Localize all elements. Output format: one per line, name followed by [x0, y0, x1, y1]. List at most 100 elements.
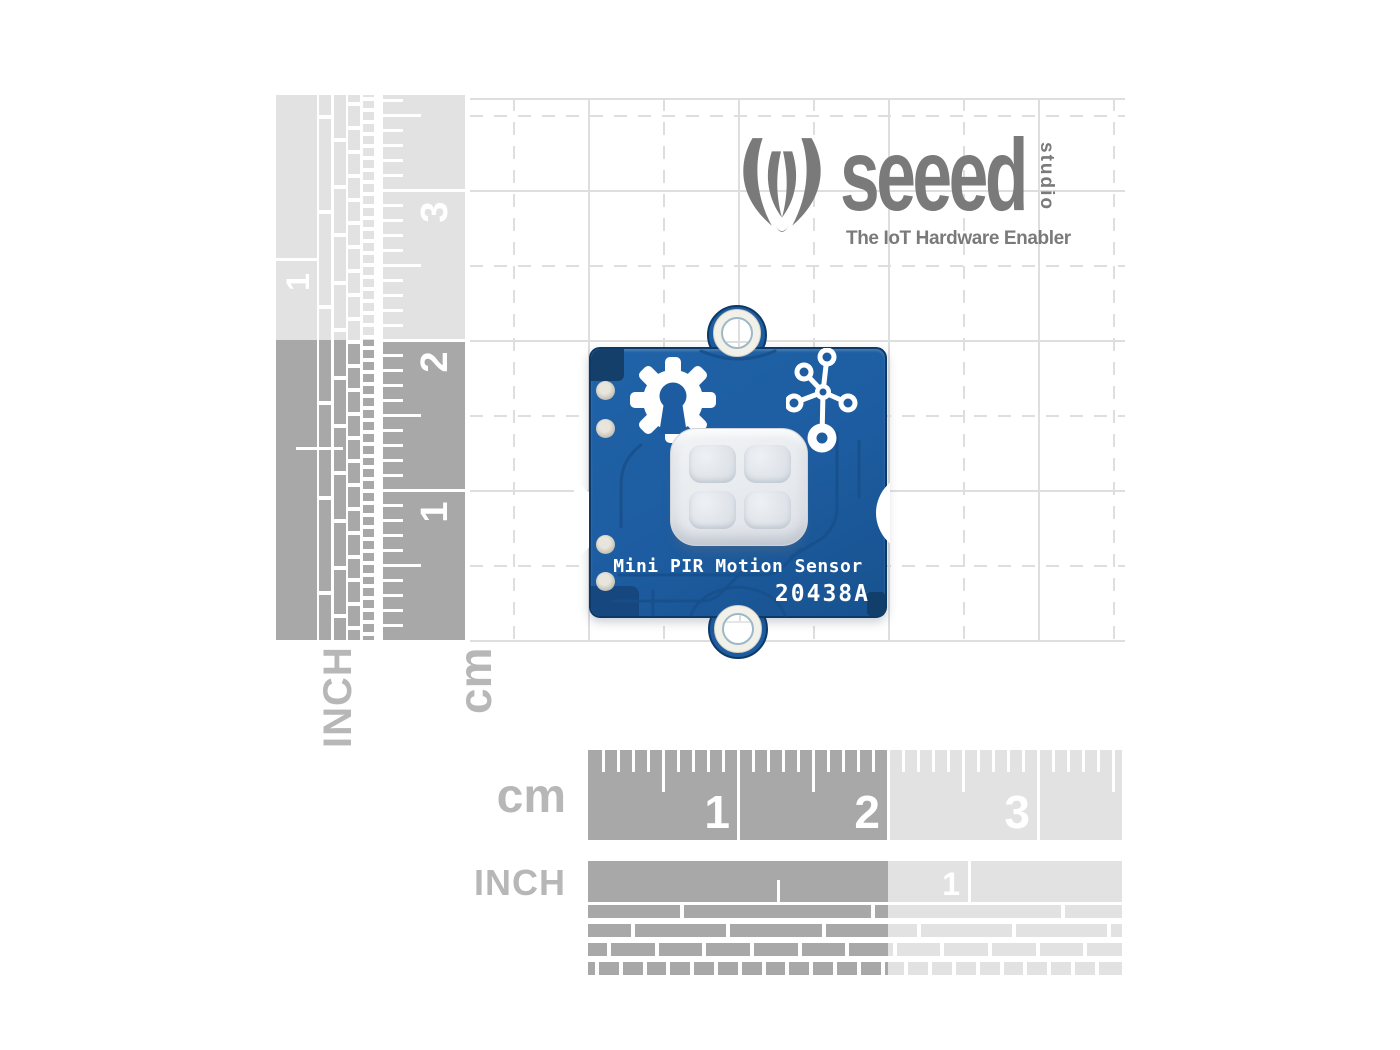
ruler-mm-tick: [383, 503, 403, 507]
ruler-subdivision-gap: [1035, 943, 1040, 956]
ruler-subdivision-gap: [362, 382, 374, 387]
ruler-subdivision-gap: [348, 483, 360, 488]
ruler-subdivision-gap: [892, 943, 897, 956]
grid-line-h: [470, 340, 1125, 342]
ruler-mm-tick: [1021, 750, 1025, 772]
ruler-subdivision-gap: [362, 536, 374, 541]
ruler-subdivision-gap: [348, 173, 360, 178]
ruler-subdivision-gap: [333, 137, 346, 142]
board-model-silkscreen: 20438A: [774, 581, 870, 607]
grid-line-v-dashed: [1113, 98, 1115, 640]
ruler-mm-tick: [383, 293, 403, 297]
ruler-subdivision-gap: [348, 126, 360, 131]
mounting-hole-bottom: [722, 613, 754, 645]
ruler-subdivision-gap: [654, 943, 659, 956]
ruler-mm-tick: [991, 750, 995, 772]
ruler-mm-tick: [383, 548, 403, 552]
ruler-subdivision-dark: [333, 340, 346, 640]
ruler-mm-tick: [383, 203, 403, 207]
ruler-subdivision-gap: [362, 596, 374, 601]
h-cm-number-1: 1: [704, 786, 730, 838]
ruler-subdivision-gap: [999, 962, 1004, 975]
ruler-half-tick: [383, 113, 421, 117]
ruler-half-tick: [1111, 750, 1115, 792]
ruler-subdivision-gap: [362, 96, 374, 101]
ruler-subdivision-gap: [362, 370, 374, 375]
logo-tagline: The IoT Hardware Enabler: [846, 228, 1071, 249]
v-cm-number-3: 3: [414, 201, 456, 223]
ruler-mm-tick: [383, 98, 403, 102]
ruler-subdivision-gap: [1047, 962, 1052, 975]
ruler-subdivision-gap: [362, 251, 374, 256]
ruler-mm-tick: [751, 750, 755, 772]
ruler-subdivision-gap: [348, 411, 360, 416]
lens-facet: [744, 445, 791, 483]
ruler-subdivision-gap: [348, 459, 360, 464]
ruler-mm-tick: [646, 750, 650, 772]
ruler-major-mark: [967, 861, 971, 902]
ruler-subdivision-gap: [362, 298, 374, 303]
ruler-subdivision-dark: [588, 905, 888, 918]
ruler-subdivision-gap: [348, 578, 360, 583]
ruler-subdivision-gap: [333, 566, 346, 571]
pir-fresnel-lens: [670, 428, 808, 546]
ruler-mm-tick: [383, 518, 403, 522]
solder-pad: [596, 535, 615, 554]
ruler-mm-tick: [841, 750, 845, 772]
ruler-mm-tick: [796, 750, 800, 772]
ruler-subdivision-gap: [348, 388, 360, 392]
ruler-half-tick: [383, 563, 421, 567]
ruler-subdivision-gap: [362, 156, 374, 160]
ruler-subdivision-gap: [362, 572, 374, 577]
ruler-mm-tick: [1081, 750, 1085, 772]
ruler-subdivision-dark: [348, 340, 360, 640]
ruler-major-mark: [886, 750, 890, 840]
ruler-mm-tick: [383, 578, 403, 582]
ruler-subdivision-gap: [362, 453, 374, 458]
ruler-half-tick: [661, 750, 665, 792]
ruler-subdivision-gap: [362, 560, 374, 565]
ruler-subdivision-gap: [362, 394, 374, 398]
copper-patch-bottom-right: [867, 592, 885, 616]
ruler-half-tick: [383, 263, 421, 267]
ruler-subdivision-gap: [761, 962, 766, 975]
ruler-mm-tick: [946, 750, 950, 772]
ruler-subdivision-gap: [1023, 962, 1028, 975]
ruler-subdivision-gap: [333, 518, 346, 523]
ruler-segment-dark: [588, 861, 888, 902]
ruler-half-tick: [961, 750, 965, 792]
ruler-mm-tick: [901, 750, 905, 772]
logo-brand-text: seeed: [840, 118, 1028, 232]
ruler-subdivision-dark: [588, 943, 888, 956]
ruler-subdivision-gap: [348, 530, 360, 535]
v-cm-number-1: 1: [414, 501, 456, 523]
ruler-mm-tick: [383, 608, 403, 612]
ruler-subdivision-gap: [348, 316, 360, 321]
ruler-subdivision-gap: [362, 334, 374, 339]
ruler-subdivision-gap: [1107, 924, 1112, 937]
grid-line-h: [470, 640, 1125, 642]
ruler-mm-tick: [706, 750, 710, 772]
ruler-subdivision-gap: [749, 943, 754, 956]
ruler-mm-tick: [691, 750, 695, 772]
ruler-subdivision-gap: [680, 905, 684, 918]
ruler-subdivision-gap: [362, 215, 374, 220]
sensor-network-icon: [786, 348, 862, 454]
vertical-cm-label: cm: [449, 647, 501, 714]
ruler-mm-tick: [856, 750, 860, 772]
ruler-subdivision-gap: [880, 962, 885, 975]
solder-pad: [596, 572, 615, 591]
ruler-half-tick: [811, 750, 815, 792]
ruler-subdivision-gap: [348, 626, 360, 630]
ruler-mm-tick: [383, 398, 403, 402]
copper-patch-top-left: [591, 349, 624, 381]
ruler-subdivision-gap: [362, 405, 374, 410]
ruler-subdivision-gap: [870, 905, 875, 918]
ruler-subdivision-gap: [362, 132, 374, 137]
ruler-subdivision-gap: [821, 924, 826, 937]
ruler-subdivision-gap: [1071, 962, 1075, 975]
ruler-major-mark: [1036, 750, 1040, 840]
horizontal-cm-ruler: [588, 750, 1122, 840]
ruler-major-mark: [383, 338, 465, 342]
